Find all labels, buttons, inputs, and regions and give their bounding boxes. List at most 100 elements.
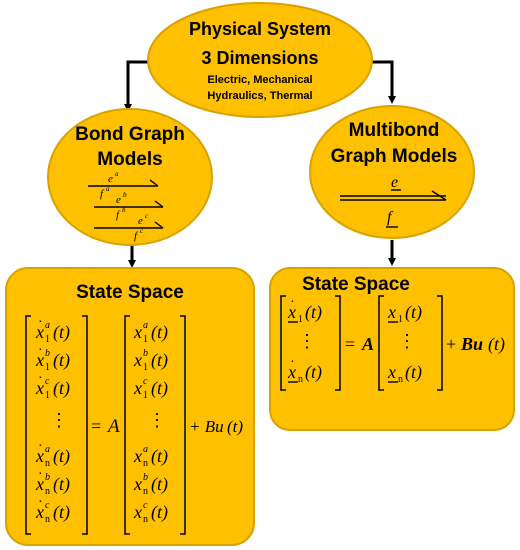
svg-text:x: x — [35, 446, 44, 466]
xdot-entry: x·na(t) — [35, 439, 70, 469]
svg-text:c: c — [143, 500, 148, 511]
svg-text:x: x — [35, 474, 44, 494]
bond-a-effort: e — [108, 173, 113, 185]
svg-text:c: c — [45, 500, 50, 511]
svg-text:(t): (t) — [151, 322, 168, 343]
svg-text:1: 1 — [45, 334, 50, 345]
bond-b-effort: e — [116, 194, 121, 206]
svg-text:(t): (t) — [151, 350, 168, 371]
svg-text:x: x — [35, 322, 44, 342]
svg-text:·: · — [290, 295, 295, 310]
svg-text:1: 1 — [398, 314, 403, 325]
bond-b-effort-sup: b — [123, 191, 127, 199]
svg-text:1: 1 — [143, 362, 148, 373]
svg-text:x: x — [35, 378, 44, 398]
svg-text:1: 1 — [298, 314, 303, 325]
svg-text:x: x — [287, 302, 296, 322]
svg-text:(t): (t) — [53, 474, 70, 495]
svg-text:(t): (t) — [53, 322, 70, 343]
svg-text:b: b — [143, 472, 148, 483]
arrow-physical-to-bondgraph — [124, 60, 152, 112]
bond-graph-title-2: Models — [97, 149, 162, 170]
svg-text:·: · — [290, 355, 295, 370]
svg-text:x: x — [133, 446, 142, 466]
xdot-entry: x·1 a(t) — [35, 315, 70, 345]
svg-text:·: · — [38, 467, 43, 482]
svg-text:n: n — [45, 458, 50, 469]
physical-system-domains-1: Electric, Mechanical — [207, 74, 312, 86]
multibond-graph-node: Multibond Graph Models e f — [309, 105, 475, 239]
xdot-entry: x·nc(t) — [35, 495, 70, 525]
bond-c-flow: f — [134, 230, 139, 242]
svg-text:c: c — [143, 376, 148, 387]
state-space-left-title: State Space — [76, 282, 184, 303]
svg-text:b: b — [45, 348, 50, 359]
svg-text:n: n — [45, 514, 50, 525]
svg-text:(t): (t) — [53, 350, 70, 371]
multibond-flow: f — [387, 209, 394, 226]
multibond-state-derivative-vector: x·1(t) ⋮ x·n(t) — [287, 295, 322, 385]
svg-text:1: 1 — [45, 390, 50, 401]
bond-c-effort: e — [138, 215, 143, 227]
right-equals-sign: = — [345, 334, 355, 354]
right-Bu: Bu — [460, 334, 483, 354]
svg-text:(t): (t) — [405, 302, 422, 323]
physical-system-title: Physical System — [189, 19, 331, 39]
xdot-entry: x·nb(t) — [35, 467, 70, 497]
svg-text:b: b — [45, 472, 50, 483]
bond-a-flow: f — [100, 188, 105, 200]
right-xdot-entry: x·1(t) — [287, 295, 322, 325]
bond-c: e c f c — [94, 212, 164, 242]
multibond-title-1: Multibond — [349, 120, 440, 141]
plus-Bu: + Bu — [189, 417, 224, 436]
svg-text:x: x — [387, 362, 396, 382]
svg-text:a: a — [45, 320, 50, 331]
right-input-arg: (t) — [488, 334, 505, 355]
svg-text:1: 1 — [45, 362, 50, 373]
right-xdot-vdots: ⋮ — [298, 331, 316, 351]
input-arg: (t) — [227, 417, 243, 436]
svg-text:(t): (t) — [53, 446, 70, 467]
svg-text:n: n — [398, 374, 403, 385]
svg-text:c: c — [45, 376, 50, 387]
x-vdots: ⋮ — [148, 410, 166, 430]
physical-system-subtitle: 3 Dimensions — [201, 48, 318, 68]
physical-system-domains-2: Hydraulics, Thermal — [207, 90, 312, 102]
state-space-left-panel: State Space x·1a(t)x·1b(t)x·1c(t)⋮x·na(t… — [5, 267, 255, 546]
svg-text:x: x — [35, 502, 44, 522]
state-space-right-title: State Space — [302, 274, 410, 295]
svg-text:·: · — [38, 315, 43, 330]
svg-text:·: · — [38, 343, 43, 358]
equals-sign: = — [91, 416, 101, 436]
svg-text:·: · — [38, 371, 43, 386]
right-matrix-A: A — [361, 334, 374, 354]
svg-text:n: n — [143, 486, 148, 497]
bond-b: e b f b — [94, 191, 164, 221]
bond-c-flow-sup: c — [140, 227, 144, 235]
right-xdot-entry: x·n(t) — [287, 355, 322, 385]
xdot-entry: x·1b(t) — [35, 343, 70, 373]
svg-text:x: x — [133, 502, 142, 522]
right-plus: + — [446, 334, 456, 354]
multibond-effort: e — [391, 174, 398, 191]
state-derivative-vector: x·1a(t)x·1b(t)x·1c(t)⋮x·na(t)x·nb(t)x·nc… — [35, 315, 70, 525]
svg-text:a: a — [143, 320, 148, 331]
svg-text:(t): (t) — [151, 474, 168, 495]
svg-text:n: n — [143, 514, 148, 525]
svg-text:·: · — [38, 439, 43, 454]
svg-text:a: a — [45, 444, 50, 455]
svg-text:1: 1 — [143, 390, 148, 401]
physical-system-node: Physical System 3 Dimensions Electric, M… — [147, 2, 373, 118]
svg-text:b: b — [143, 348, 148, 359]
svg-text:(t): (t) — [151, 446, 168, 467]
multibond-bond: e f — [340, 174, 447, 228]
svg-text:n: n — [298, 374, 303, 385]
svg-text:(t): (t) — [405, 362, 422, 383]
